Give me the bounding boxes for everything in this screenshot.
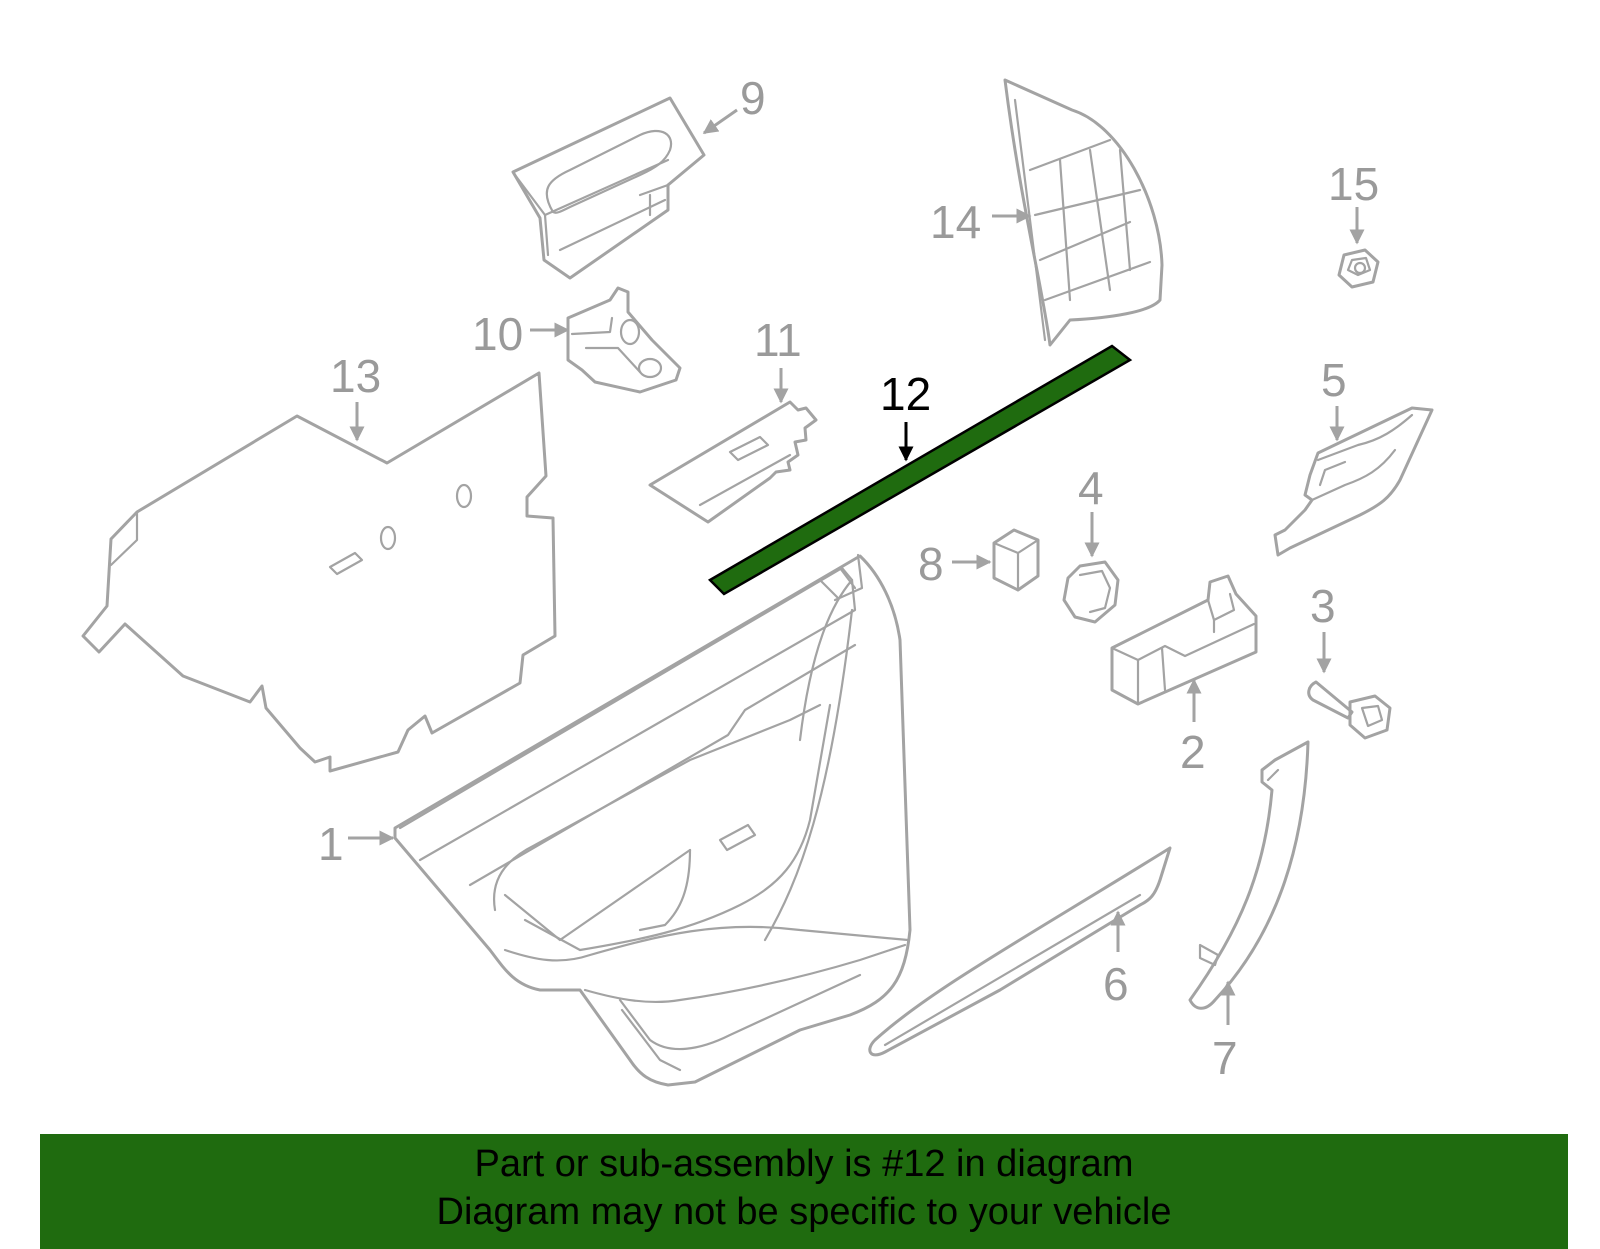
- part-7-pillar-trim: [1188, 740, 1310, 1010]
- part-3-bolt: [1307, 680, 1392, 740]
- callout-6: 6: [1103, 958, 1129, 1010]
- part-6-molding: [868, 846, 1172, 1057]
- callout-12: 12: [880, 368, 931, 420]
- part-13-water-shield: [81, 371, 557, 773]
- info-banner: Part or sub-assembly is #12 in diagram D…: [40, 1134, 1568, 1249]
- part-2-pull-cup: [1110, 574, 1258, 706]
- leader-lines: [348, 108, 1365, 1025]
- part-9-armrest: [511, 96, 706, 280]
- part-15-nut: [1337, 248, 1380, 289]
- part-8-square-clip: [992, 528, 1040, 592]
- part-10-bracket: [566, 286, 682, 394]
- callout-5: 5: [1321, 354, 1347, 406]
- part-12-weatherstrip: [707, 344, 1133, 596]
- callout-14: 14: [930, 196, 981, 248]
- part-1-door-panel: [393, 553, 912, 1087]
- callout-2: 2: [1180, 726, 1206, 778]
- banner-line-1: Part or sub-assembly is #12 in diagram: [474, 1143, 1134, 1185]
- callout-1: 1: [318, 818, 344, 870]
- callout-labels: 9 10 11 12 13 14 15 5 4 8 3 2 1 6 7: [318, 72, 1379, 1084]
- part-14-trim-panel: [1003, 78, 1164, 347]
- banner-line-2: Diagram may not be specific to your vehi…: [436, 1191, 1172, 1233]
- part-4-clip: [1062, 560, 1120, 624]
- callout-7: 7: [1212, 1032, 1238, 1084]
- callout-3: 3: [1310, 580, 1336, 632]
- part-5-handle: [1273, 406, 1434, 557]
- callout-8: 8: [918, 538, 944, 590]
- part-11-switch-bezel: [648, 400, 818, 524]
- callout-4: 4: [1078, 462, 1104, 514]
- callout-10: 10: [472, 308, 523, 360]
- callout-15: 15: [1328, 158, 1379, 210]
- callout-13: 13: [330, 350, 381, 402]
- callout-9: 9: [740, 72, 766, 124]
- callout-11: 11: [754, 314, 802, 366]
